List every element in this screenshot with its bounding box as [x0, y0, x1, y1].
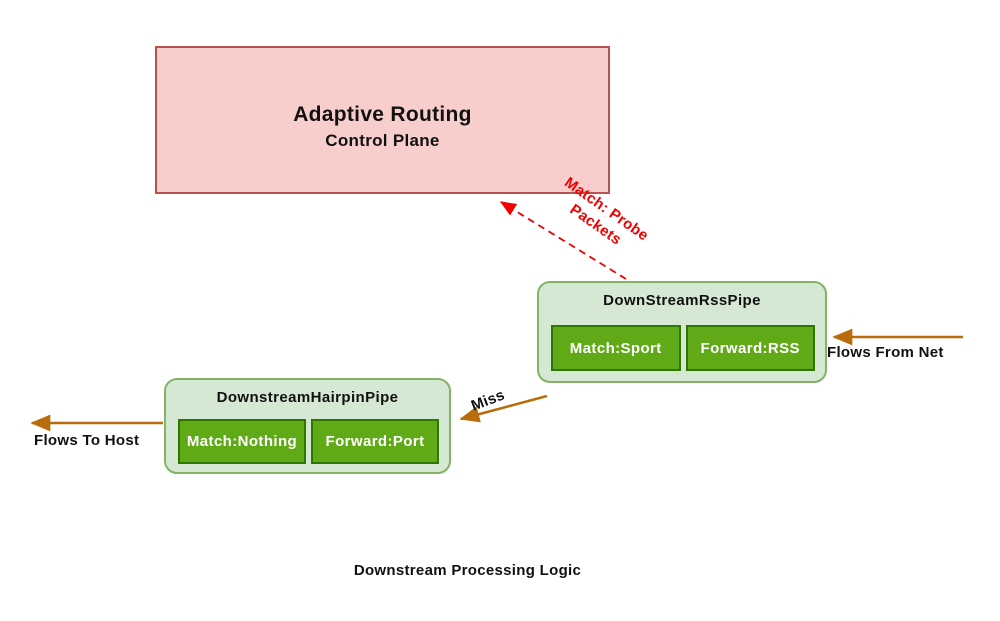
hairpin-pipe-forward-stage: Forward:Port — [311, 419, 439, 464]
miss-label: Miss — [468, 386, 508, 415]
diagram-caption: Downstream Processing Logic — [353, 562, 582, 579]
rss-pipe-title: DownStreamRssPipe — [603, 292, 761, 309]
control-plane-title-line2: Control Plane — [325, 131, 440, 150]
hairpin-pipe-title: DownstreamHairpinPipe — [216, 389, 399, 406]
control-plane-title-line1: Adaptive Routing — [293, 103, 472, 126]
rss-pipe-match-stage: Match:Sport — [551, 325, 681, 371]
hairpin-pipe-stages: Match:Nothing Forward:Port — [178, 419, 439, 464]
control-plane-box: Adaptive Routing Control Plane — [155, 46, 610, 194]
rss-pipe-forward-stage: Forward:RSS — [685, 325, 815, 371]
flows-from-net-label: Flows From Net — [827, 344, 944, 361]
hairpin-pipe-match-stage: Match:Nothing — [178, 419, 306, 464]
rss-pipe-box: DownStreamRssPipe Match:Sport Forward:RS… — [537, 281, 827, 383]
flows-to-host-label: Flows To Host — [34, 432, 140, 449]
hairpin-pipe-box: DownstreamHairpinPipe Match:Nothing Forw… — [164, 378, 451, 474]
rss-pipe-stages: Match:Sport Forward:RSS — [551, 325, 815, 371]
